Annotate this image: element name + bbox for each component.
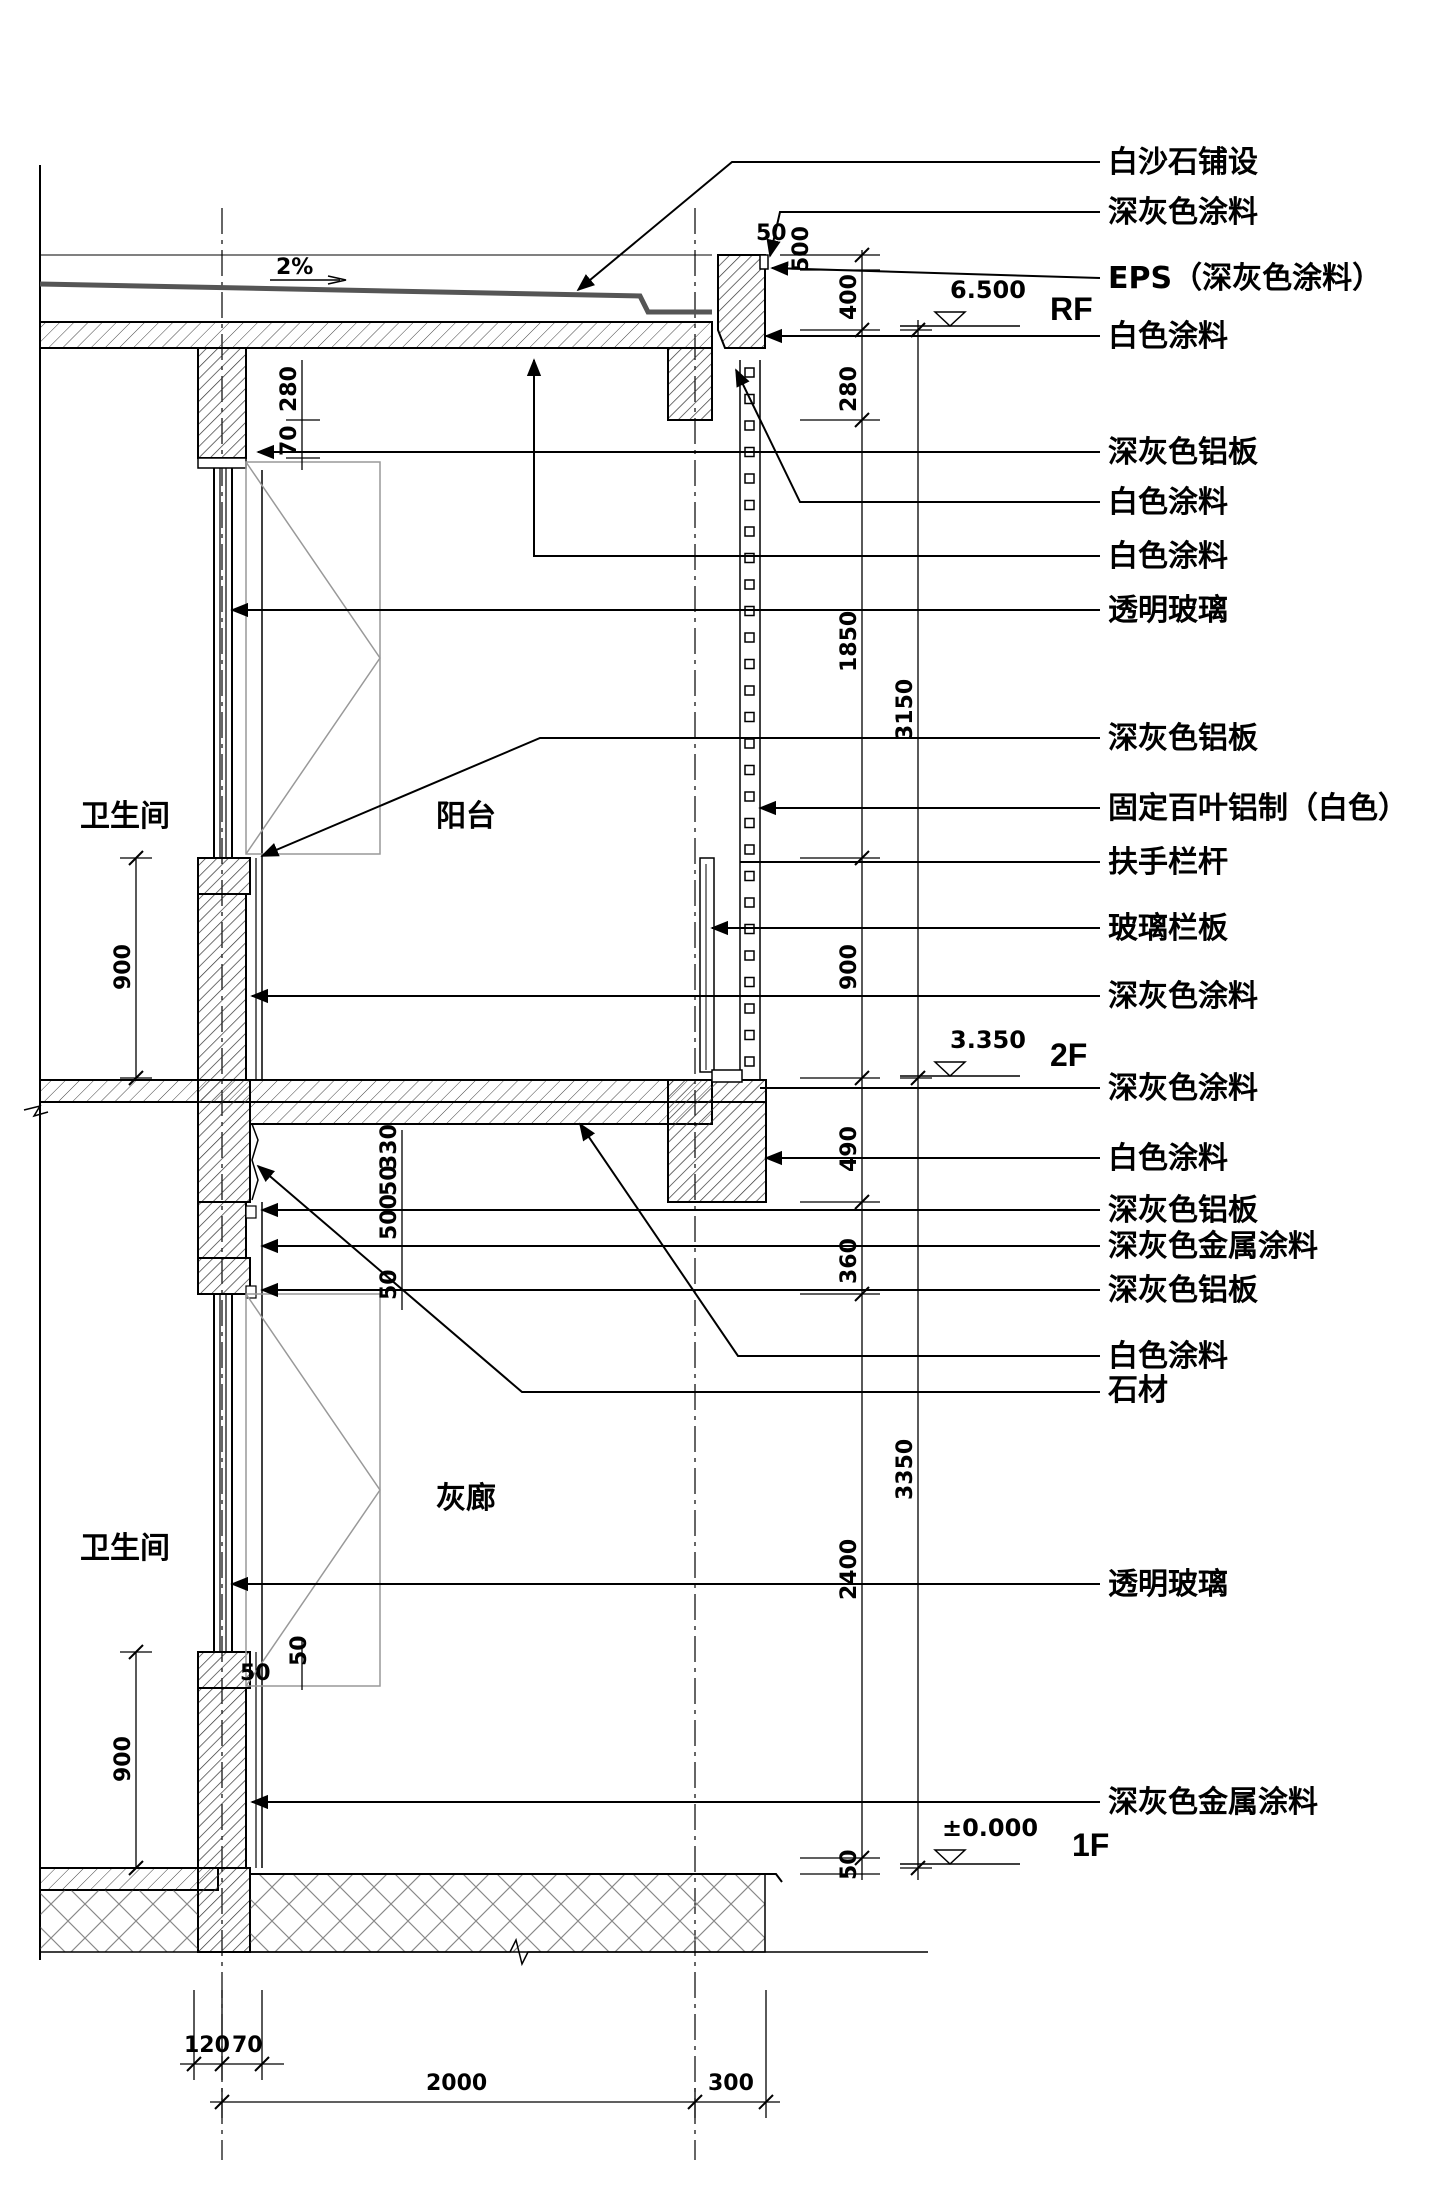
dim-bottom-70: 70 [232, 2033, 263, 2058]
dim-gap-50b: 50 [377, 1269, 402, 1300]
louver-blade [744, 870, 755, 882]
louver-blade [744, 499, 755, 511]
dim-gap-50a: 50 [377, 1165, 402, 1196]
louver-blade [744, 738, 755, 749]
callout-dark-grey-metal-paint-1: 深灰色金属涂料 [1108, 1229, 1318, 1264]
callout-fixed-louver: 固定百叶铝制（白色） [1108, 791, 1408, 826]
callout-white-paint-1: 白色涂料 [1108, 319, 1228, 354]
dim-bottom-120: 120 [184, 2033, 230, 2058]
louver-blade [744, 976, 755, 988]
dim-parapet-400: 400 [837, 274, 862, 320]
dim-total-3350: 3350 [893, 1439, 918, 1500]
louver-blade [744, 1003, 755, 1014]
callout-dark-grey-paint-3: 深灰色涂料 [1108, 1071, 1258, 1106]
floor-2f [23, 1069, 767, 1203]
dim-gap-50c: 50 [287, 1635, 312, 1666]
roof-slab [39, 254, 769, 459]
louver-blade [744, 711, 755, 723]
dimension-ticks [128, 247, 926, 2110]
callout-dark-grey-aluminum-1: 深灰色铝板 [1108, 435, 1258, 470]
callout-dark-grey-aluminum-3: 深灰色铝板 [1108, 1193, 1258, 1228]
dim-sill-900-upper: 900 [111, 944, 136, 990]
dim-beam-280-right: 280 [837, 366, 862, 412]
level-markers [900, 311, 1020, 1866]
slope-label: 2% [276, 255, 313, 280]
level-2f-elevation: 3.350 [950, 1026, 1026, 1054]
dim-beam-280-left: 280 [277, 366, 302, 412]
callout-dark-grey-metal-paint-2: 深灰色金属涂料 [1108, 1785, 1318, 1820]
louver-blade [744, 1056, 755, 1067]
level-1f-elevation: ±0.000 [942, 1814, 1038, 1842]
callout-white-gravel: 白沙石铺设 [1108, 145, 1258, 180]
louver-column [699, 360, 761, 1080]
callout-white-paint-2: 白色涂料 [1108, 485, 1228, 520]
room-balcony: 阳台 [436, 799, 496, 834]
dim-rail-900-right: 900 [837, 944, 862, 990]
callout-white-paint-5: 白色涂料 [1108, 1339, 1228, 1374]
level-2f-name: 2F [1050, 1037, 1087, 1073]
dim-top-500: 500 [789, 226, 814, 272]
upper-wall [197, 457, 381, 1081]
dim-ground-50: 50 [837, 1849, 862, 1880]
lower-wall [197, 1201, 381, 1869]
dim-louver-1850: 1850 [837, 611, 862, 672]
dim-bottom-300: 300 [708, 2071, 754, 2096]
level-rf-name: RF [1050, 291, 1093, 327]
louver-blade [744, 764, 755, 776]
callout-leaders [230, 161, 1101, 1810]
callout-stone: 石材 [1107, 1373, 1168, 1408]
dim-gap-500: 500 [377, 1194, 402, 1240]
louver-blade [744, 420, 755, 431]
dimension-lines [120, 250, 932, 2118]
louver-blade [744, 897, 755, 908]
callout-glass-balustrade: 玻璃栏板 [1108, 911, 1228, 946]
dim-bottom-2000: 2000 [426, 2071, 487, 2096]
dim-beam-490: 490 [837, 1126, 862, 1172]
callout-dark-grey-aluminum-2: 深灰色铝板 [1108, 721, 1258, 756]
louver-blade [744, 817, 755, 829]
ground-floor [39, 1867, 928, 1967]
room-corridor: 灰廊 [436, 1481, 496, 1516]
callout-handrail: 扶手栏杆 [1108, 845, 1228, 880]
callout-clear-glass-2: 透明玻璃 [1108, 1567, 1228, 1602]
room-bathroom-upper: 卫生间 [80, 799, 170, 834]
dim-gap-50d: 50 [240, 1661, 271, 1686]
louver-blade [744, 473, 755, 484]
dim-sill-900-lower: 900 [111, 1736, 136, 1782]
louver-blade [744, 658, 755, 670]
louver-blade [744, 1029, 755, 1041]
dim-door-2400: 2400 [837, 1539, 862, 1600]
callout-labels: 白沙石铺设 深灰色涂料 EPS（深灰色涂料） 白色涂料 深灰色铝板 白色涂料 白… [1107, 145, 1408, 1820]
louver-blade [744, 950, 755, 961]
level-1f-name: 1F [1072, 1827, 1109, 1863]
dim-top-50: 50 [756, 221, 787, 246]
room-bathroom-lower: 卫生间 [80, 1531, 170, 1566]
callout-dark-grey-paint-1: 深灰色涂料 [1108, 195, 1258, 230]
louver-blade [744, 579, 755, 590]
roof-slope: 2% [270, 255, 347, 285]
dim-gap-330: 330 [377, 1124, 402, 1170]
level-rf-elevation: 6.500 [950, 276, 1026, 304]
callout-dark-grey-aluminum-4: 深灰色铝板 [1108, 1273, 1258, 1308]
louver-blade [744, 844, 755, 855]
room-labels: 卫生间 阳台 卫生间 灰廊 [80, 799, 496, 1566]
dimension-labels: 50 500 400 280 280 70 1850 3150 900 900 … [111, 221, 918, 2096]
callout-clear-glass-1: 透明玻璃 [1108, 593, 1228, 628]
callout-eps: EPS（深灰色涂料） [1108, 261, 1382, 296]
dim-gap-70: 70 [277, 425, 302, 456]
louver-blade [744, 632, 755, 643]
louver-blade [744, 685, 755, 696]
callout-white-paint-4: 白色涂料 [1108, 1141, 1228, 1176]
dim-total-3150: 3150 [893, 679, 918, 740]
louver-blade [744, 367, 755, 378]
axis-lines [221, 208, 696, 2160]
louver-blade [744, 552, 755, 564]
dim-gap-360: 360 [837, 1238, 862, 1284]
callout-dark-grey-paint-2: 深灰色涂料 [1108, 979, 1258, 1014]
louver-blade [744, 791, 755, 802]
callout-white-paint-3: 白色涂料 [1108, 539, 1228, 574]
louver-blade [744, 526, 755, 537]
